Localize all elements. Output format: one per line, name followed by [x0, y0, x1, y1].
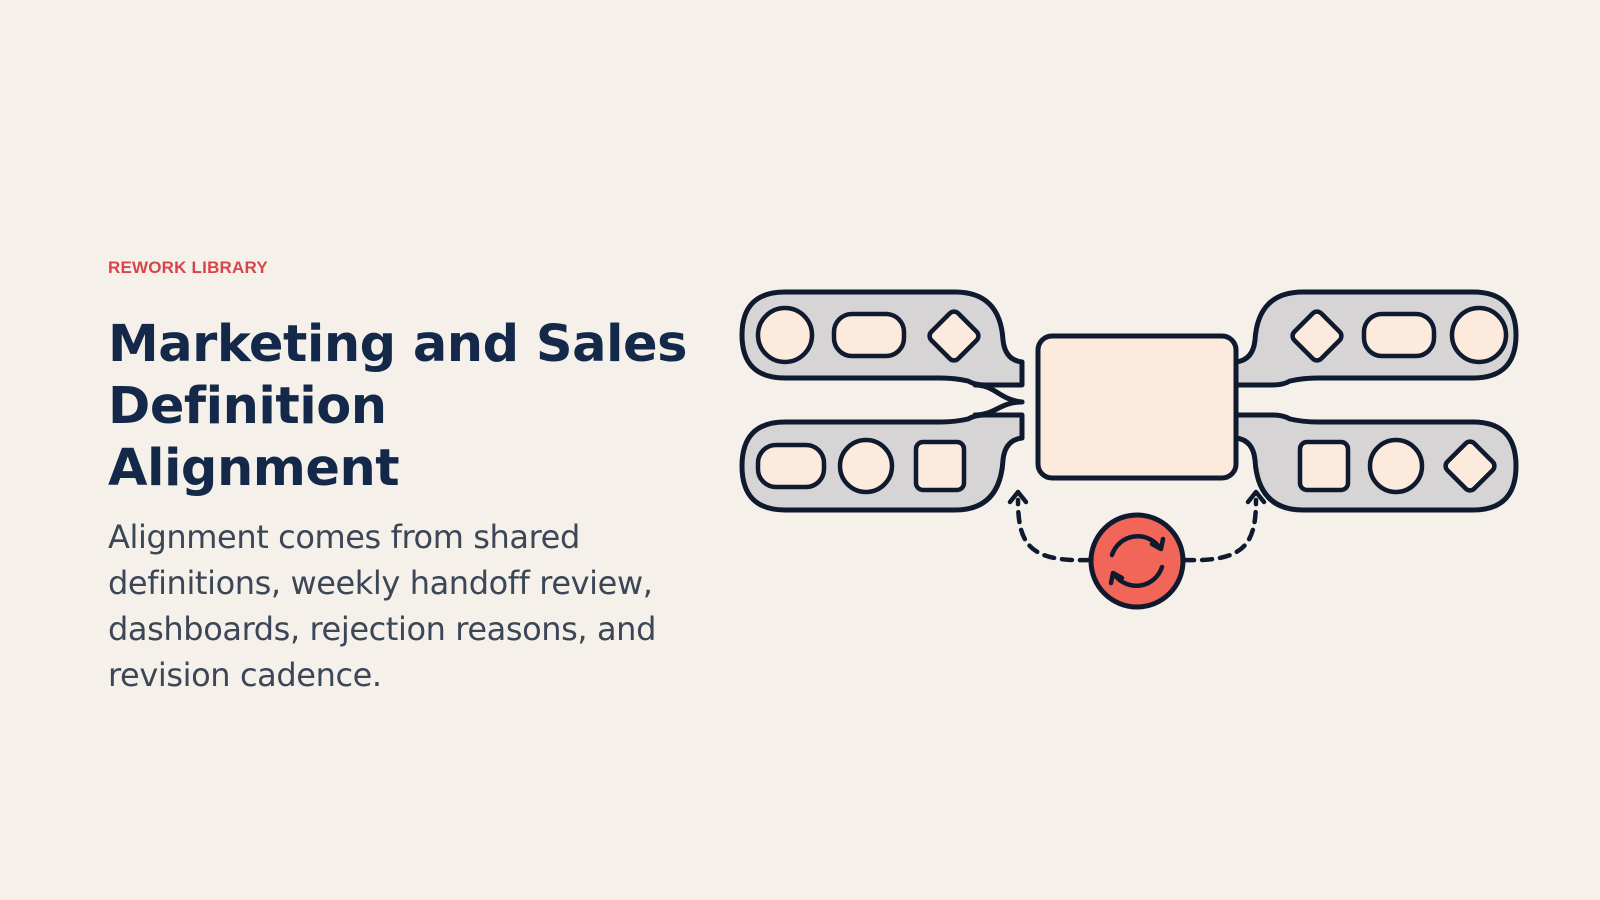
- description-text: Alignment comes from shared definitions,…: [108, 518, 656, 694]
- text-block: REWORK LIBRARY Marketing and Sales Defin…: [108, 258, 688, 698]
- center-card: [1035, 333, 1239, 481]
- tray-left-top: [739, 289, 1025, 388]
- diamond-shape: [1443, 439, 1497, 493]
- title-line-1: Marketing and Sales: [108, 315, 687, 374]
- pill-shape: [1361, 311, 1437, 359]
- refresh-cycle-icon: [1088, 512, 1186, 610]
- page-title: Marketing and Sales Definition Alignment: [108, 314, 688, 500]
- circle-shape: [1449, 305, 1509, 365]
- tray-left-bottom: [739, 412, 1025, 513]
- square-shape: [913, 439, 967, 493]
- alignment-illustration: [739, 289, 1519, 610]
- feedback-arrows: [1015, 497, 1259, 563]
- diamond-shape: [1290, 309, 1344, 363]
- circle-shape: [837, 437, 895, 495]
- tray-right-bottom: [1233, 412, 1519, 513]
- eyebrow-label: REWORK LIBRARY: [108, 258, 268, 277]
- arrow-heads: [1007, 489, 1267, 505]
- diamond-shape: [927, 309, 981, 363]
- tray-right-top: [1233, 289, 1519, 388]
- circle-shape: [1367, 437, 1425, 495]
- pill-shape: [755, 442, 827, 490]
- circle-shape: [755, 305, 815, 365]
- pill-shape: [831, 311, 907, 359]
- title-line-2: Definition Alignment: [108, 377, 400, 498]
- square-shape: [1297, 439, 1351, 493]
